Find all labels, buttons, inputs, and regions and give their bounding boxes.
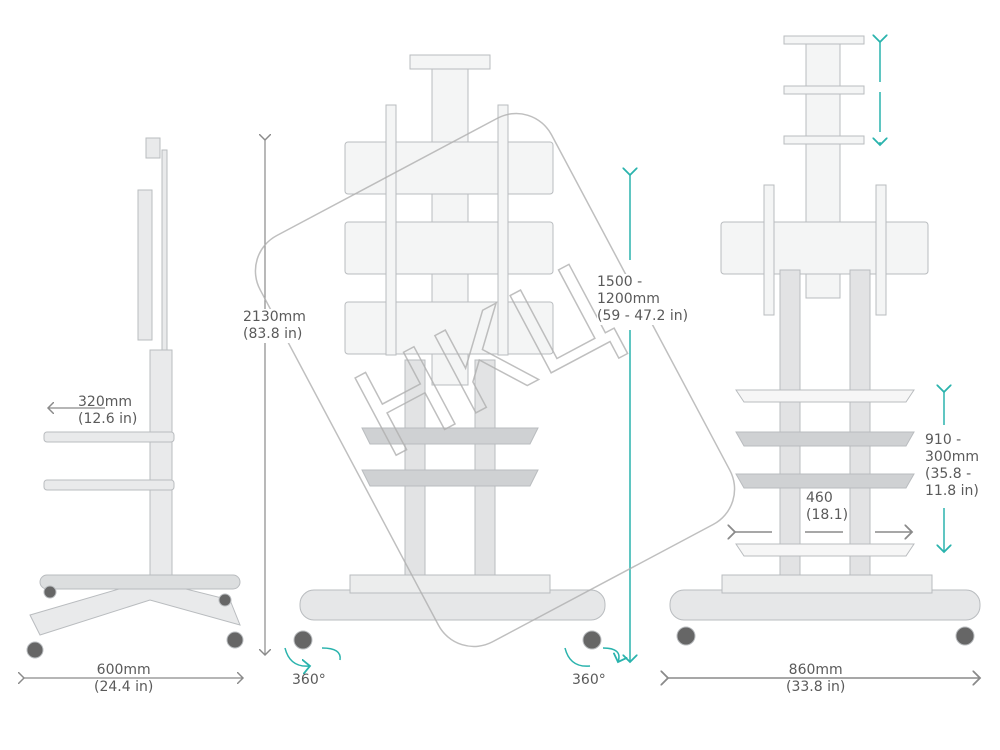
rotation-right-label: 360° xyxy=(572,672,606,688)
mount-height-label: 1500 -1200mm(59 - 47.2 in) xyxy=(597,274,689,325)
right-base-width-label: 860mm(33.8 in) xyxy=(786,662,846,695)
side-depth-label: 320mm(12.6 in) xyxy=(78,394,138,427)
side-view-stand xyxy=(26,137,244,659)
front-view-stand xyxy=(293,54,606,650)
front-dimension-lines xyxy=(284,175,630,666)
right-dimension-lines xyxy=(668,42,980,678)
right-view-stand xyxy=(669,35,981,646)
rotation-left-label: 360° xyxy=(292,672,326,688)
side-height-label: 2130mm(83.8 in) xyxy=(243,309,306,343)
shelf-width-label: 460(18.1) xyxy=(806,490,849,523)
shelf-height-label: 910 -300mm(35.8 -11.8 in) xyxy=(925,432,979,499)
side-dimension-lines xyxy=(24,140,265,678)
side-base-width-label: 600mm(24.4 in) xyxy=(94,662,154,695)
